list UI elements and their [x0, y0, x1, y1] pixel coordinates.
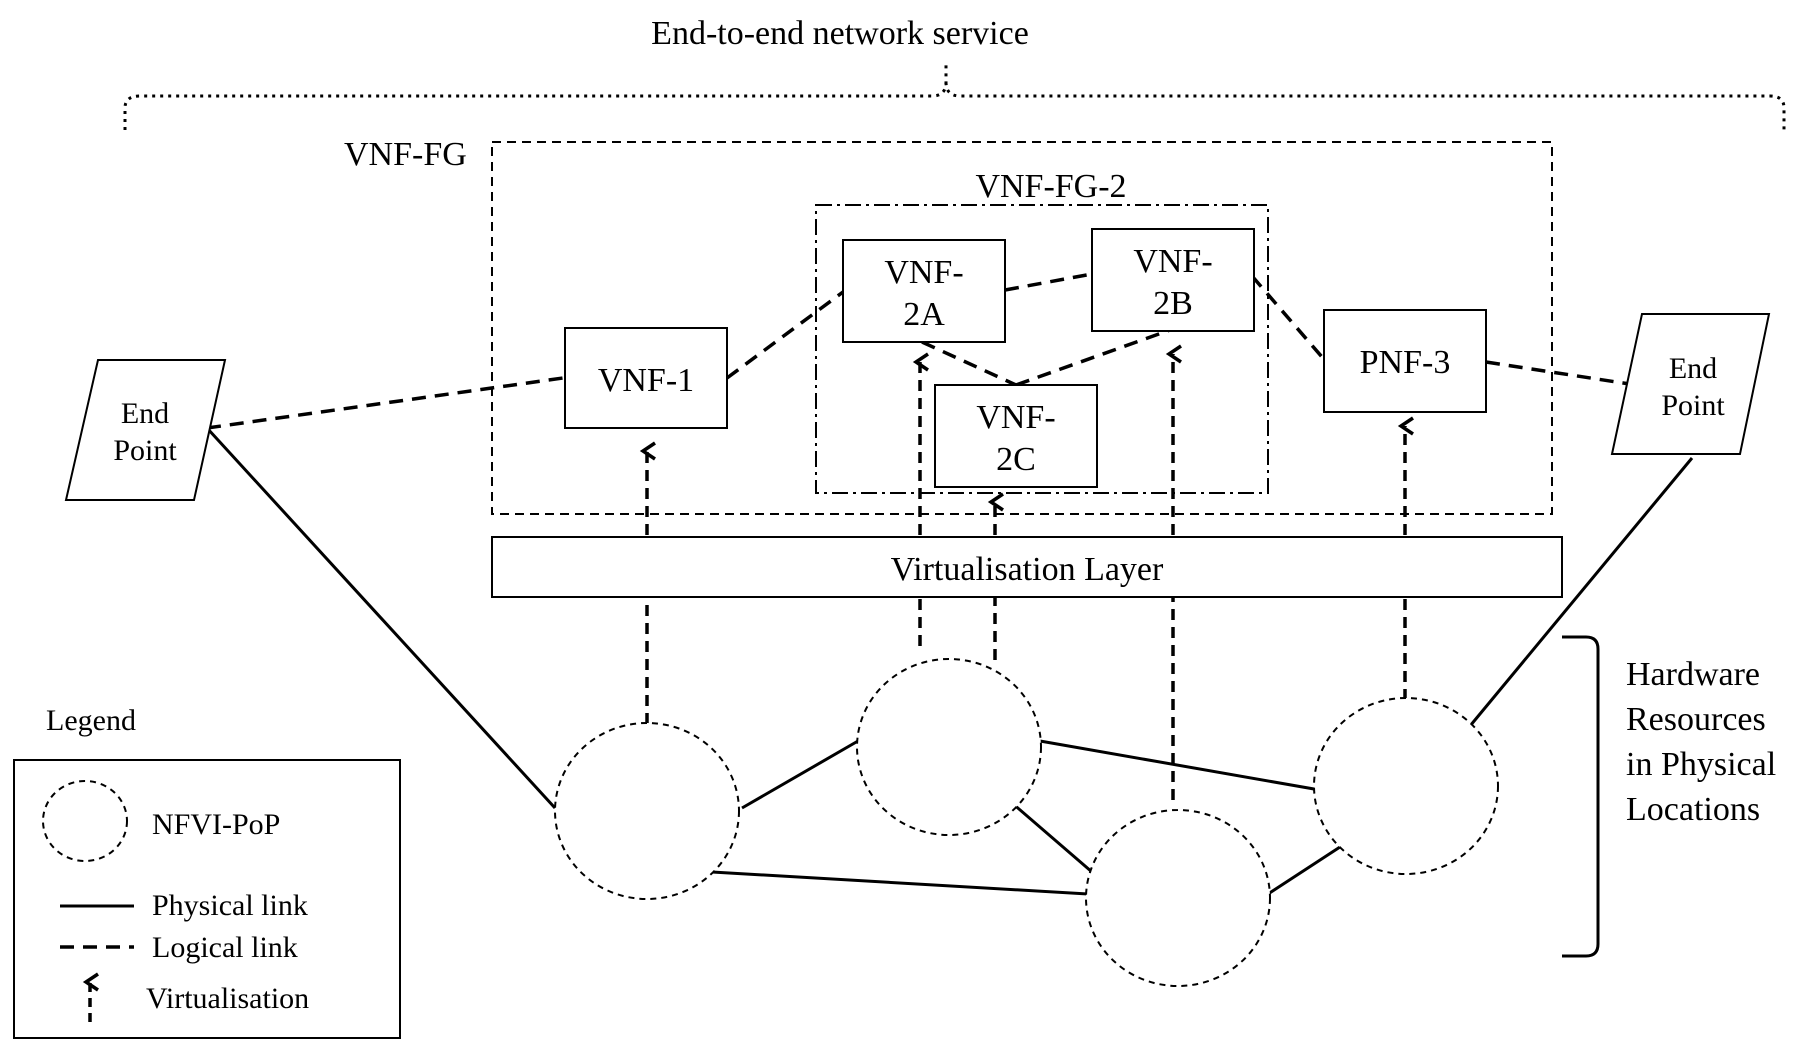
hardware-resources-label: Hardware Resources in Physical Locations: [1626, 656, 1776, 828]
legend-physical-link-label: Physical link: [152, 889, 308, 922]
pnf-3-node: PNF-3: [1323, 309, 1487, 413]
nfvi-pop-2: [856, 658, 1042, 836]
endpoint-right: End Point: [1610, 313, 1771, 455]
endpoint-left: End Point: [64, 359, 227, 501]
virtualisation-arrows: [639, 344, 1414, 800]
vnf-2a-label-line2: 2A: [903, 296, 945, 333]
logical-links: [206, 272, 1637, 430]
logical-link-pnf3-ep-right: [1485, 360, 1637, 387]
vnf-2b-node: VNF- 2B: [1091, 228, 1255, 332]
vnf-2c-node: VNF- 2C: [934, 384, 1098, 488]
legend-nfvi-pop-label: NFVI-PoP: [152, 808, 280, 841]
legend-title: Legend: [46, 704, 136, 737]
vnf-2a-label-line1: VNF-: [884, 254, 963, 291]
vnf-fg2-box: [815, 204, 1269, 494]
vnf-2c-box: [934, 384, 1098, 488]
hardware-label-line2: Resources: [1626, 701, 1766, 738]
vnf-1-node: VNF-1: [564, 327, 728, 429]
vnf-2c-label-line2: 2C: [996, 441, 1036, 478]
vnf-fg-label: VNF-FG: [344, 136, 467, 173]
physical-link-ep-left-pop1: [205, 426, 557, 810]
endpoint-right-label-line2: Point: [1661, 389, 1725, 422]
nfvi-pops: [554, 658, 1499, 987]
vnf-fg-box: [491, 141, 1553, 515]
endpoint-right-shape: [1610, 313, 1771, 455]
physical-links: [205, 426, 1694, 896]
logical-link-vnf2a-vnf2b: [1004, 272, 1093, 292]
pnf-3-box: [1323, 309, 1487, 413]
logical-link-vnf1-vnf2a: [725, 290, 845, 380]
vnf-1-label: VNF-1: [598, 362, 694, 399]
hardware-label-line4: Locations: [1626, 791, 1760, 828]
endpoint-left-label-line1: End: [121, 397, 169, 430]
hardware-label-line1: Hardware: [1626, 656, 1760, 693]
diagram-title: End-to-end network service: [651, 15, 1029, 52]
end-to-end-brace: [123, 64, 1786, 130]
logical-link-ep-left-vnf1: [206, 376, 564, 430]
virtualisation-layer-label: Virtualisation Layer: [891, 551, 1164, 588]
virtualisation-layer: Virtualisation Layer: [491, 536, 1563, 598]
legend-virtualisation-label: Virtualisation: [146, 982, 309, 1015]
hardware-bracket: [1562, 635, 1600, 958]
vnf-2b-label-line2: 2B: [1153, 285, 1193, 322]
vnf-fg2-label: VNF-FG-2: [975, 168, 1126, 205]
logical-link-vnf2c-vnf2b: [1015, 328, 1171, 387]
vnf-2a-box: [842, 239, 1006, 343]
logical-link-vnf2b-pnf3: [1250, 274, 1324, 359]
vnf-2a-node: VNF- 2A: [842, 239, 1006, 343]
endpoint-left-label-line2: Point: [113, 434, 177, 467]
logical-link-vnf2a-vnf2c: [921, 340, 1017, 387]
physical-link-pop2-pop3: [1011, 801, 1093, 874]
physical-link-pop1-pop3: [711, 870, 1089, 896]
legend-logical-link-label: Logical link: [152, 931, 298, 964]
vnf-1-box: [564, 327, 728, 429]
nfvi-pop-3: [1085, 809, 1271, 987]
physical-link-pop3-pop4: [1267, 845, 1341, 896]
legend-frame: [13, 759, 401, 1039]
nfvi-pop-1: [554, 722, 740, 900]
virtualisation-layer-box: [491, 536, 1563, 598]
hardware-label-line3: in Physical: [1626, 746, 1776, 783]
legend-box: NFVI-PoP Physical link Logical link Virt…: [13, 759, 401, 1039]
pnf-3-label: PNF-3: [1360, 344, 1451, 381]
endpoint-left-shape: [64, 359, 227, 501]
legend-nfvi-pop-icon: [42, 780, 128, 862]
physical-link-ep-right-pop4: [1468, 457, 1694, 727]
vnf-2b-box: [1091, 228, 1255, 332]
vnf-2b-label-line1: VNF-: [1133, 243, 1212, 280]
endpoint-right-label-line1: End: [1669, 352, 1717, 385]
physical-link-pop1-pop2: [741, 739, 859, 810]
nfvi-pop-4: [1313, 697, 1499, 875]
vnf-2c-label-line1: VNF-: [976, 399, 1055, 436]
physical-link-pop2-pop4: [1039, 739, 1315, 791]
